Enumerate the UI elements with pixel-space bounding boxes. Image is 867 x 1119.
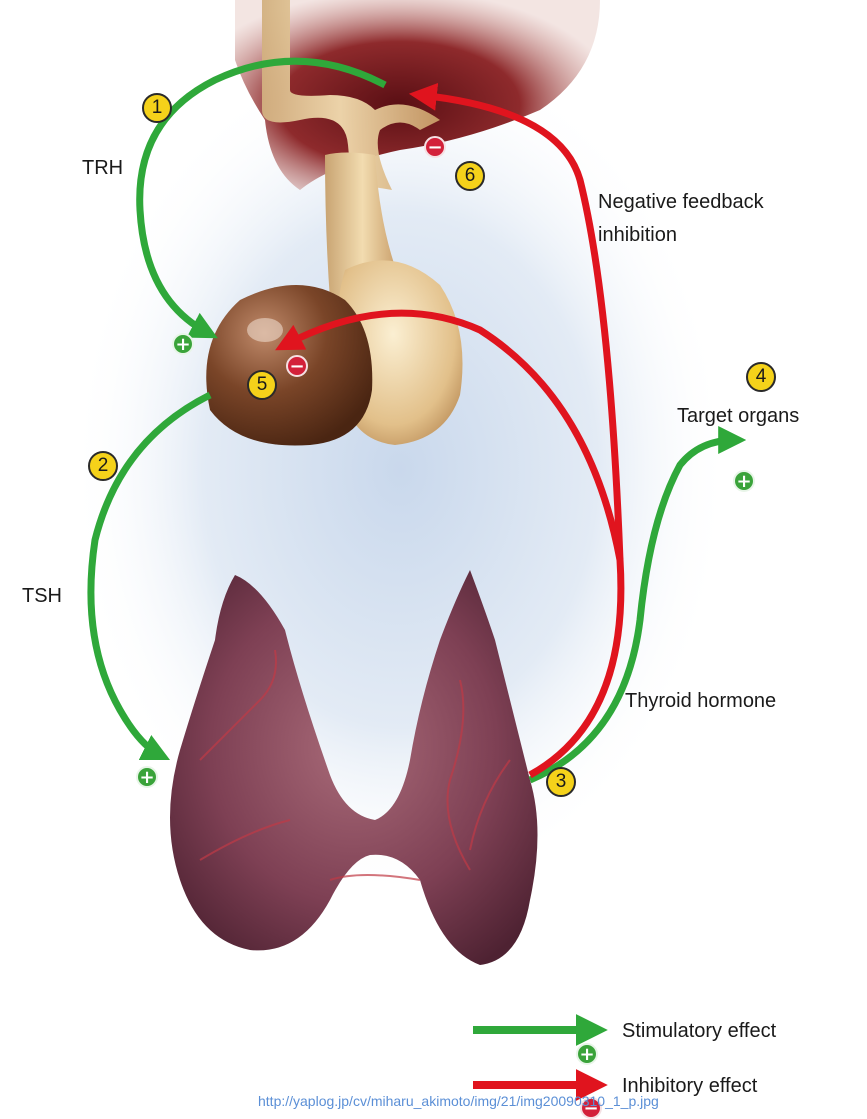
step-badge-5: 5 bbox=[247, 370, 277, 400]
minus-sign-icon: − bbox=[424, 136, 446, 158]
legend-stimulatory-label: Stimulatory effect bbox=[622, 1019, 776, 1043]
label-target-organs: Target organs bbox=[677, 404, 799, 428]
background-glow bbox=[70, 40, 730, 900]
step-badge-3: 3 bbox=[546, 767, 576, 797]
step-badge-4: 4 bbox=[746, 362, 776, 392]
plus-sign-icon: + bbox=[136, 766, 158, 788]
plus-sign-icon: + bbox=[733, 470, 755, 492]
label-inhibition: inhibition bbox=[598, 223, 677, 247]
plus-sign-icon: + bbox=[172, 333, 194, 355]
label-thyroid-hormone: Thyroid hormone bbox=[625, 689, 776, 713]
step-badge-1: 1 bbox=[142, 93, 172, 123]
label-tsh: TSH bbox=[22, 584, 62, 608]
label-negative-feedback: Negative feedback bbox=[598, 190, 764, 214]
watermark-url: http://yaplog.jp/cv/miharu_akimoto/img/2… bbox=[258, 1092, 659, 1110]
step-badge-6: 6 bbox=[455, 161, 485, 191]
minus-sign-icon: − bbox=[286, 355, 308, 377]
plus-sign-icon: + bbox=[576, 1043, 598, 1065]
step-badge-2: 2 bbox=[88, 451, 118, 481]
label-trh: TRH bbox=[82, 156, 123, 180]
